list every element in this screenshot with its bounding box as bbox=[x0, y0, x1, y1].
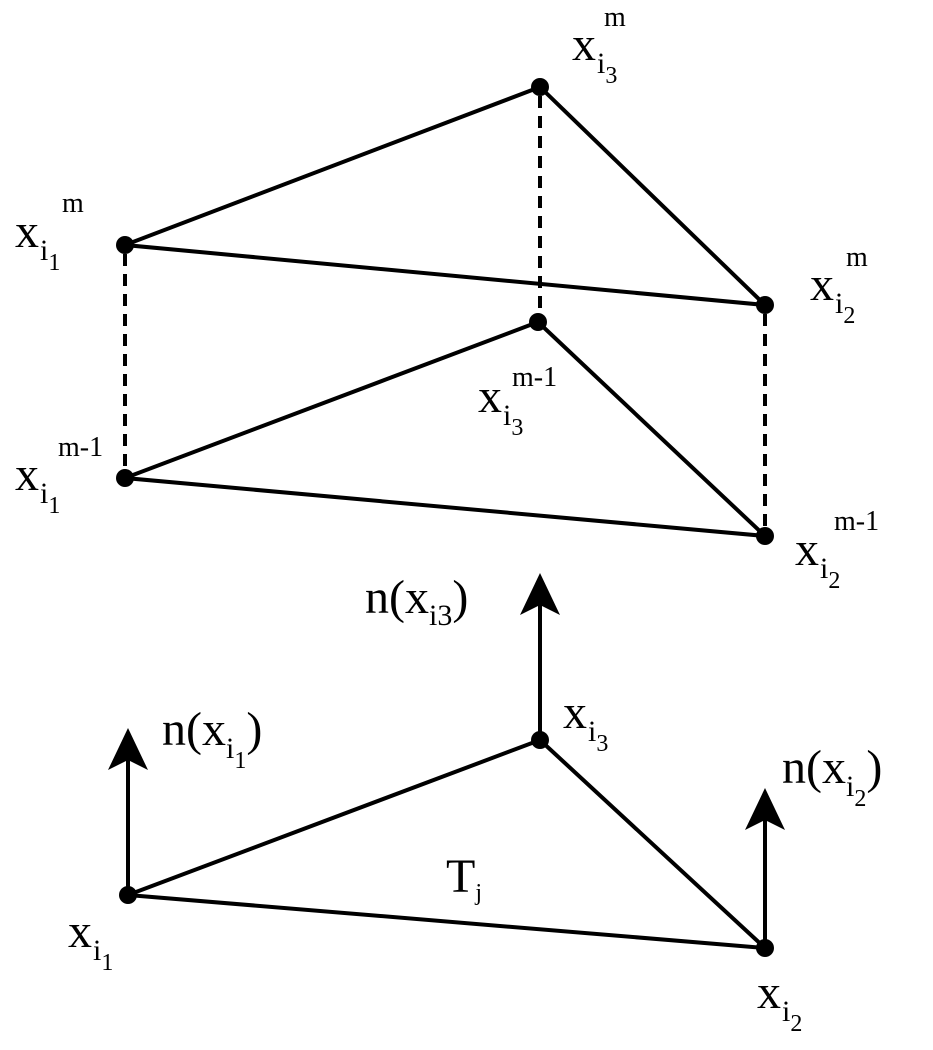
top-edge-3-2 bbox=[538, 85, 767, 307]
label-top-v3: xi3m bbox=[572, 2, 626, 89]
top-vertex-1 bbox=[116, 236, 134, 254]
mid-vertex-3 bbox=[529, 313, 547, 331]
label-normal-1: n(xi1) bbox=[162, 703, 262, 774]
normal-arrows bbox=[108, 573, 785, 948]
top-vertex-3 bbox=[531, 78, 549, 96]
label-top-v1: xi1m bbox=[15, 188, 84, 276]
label-mid-v3: xi3m-1 bbox=[478, 362, 557, 441]
top-edge-1-2 bbox=[123, 243, 767, 307]
label-bot-v2: xi2 bbox=[757, 966, 802, 1037]
top-edge-1-3 bbox=[123, 85, 542, 247]
label-mid-v2: xi2m-1 bbox=[795, 506, 879, 594]
label-bot-v3: xi3 bbox=[563, 686, 608, 757]
vertical-connectors bbox=[123, 96, 767, 527]
up-arrow-icon bbox=[108, 728, 148, 770]
label-face-tj: Tj bbox=[446, 850, 482, 906]
label-mid-v1: xi1m-1 bbox=[15, 432, 103, 519]
bot-edge-1-2 bbox=[126, 893, 767, 950]
up-arrow-icon bbox=[745, 788, 785, 830]
mid-vertex-1 bbox=[116, 469, 134, 487]
top-triangle bbox=[116, 78, 774, 314]
bottom-triangle bbox=[119, 731, 774, 957]
label-bot-v1: xi1 bbox=[68, 905, 113, 976]
up-arrow-icon bbox=[520, 573, 560, 615]
top-vertex-2 bbox=[756, 296, 774, 314]
mid-edge-3-2 bbox=[536, 320, 767, 538]
label-normal-2: n(xi2) bbox=[782, 741, 882, 812]
mid-edge-1-3 bbox=[123, 320, 540, 480]
mid-vertex-2 bbox=[756, 527, 774, 545]
label-normal-3: n(xi3) bbox=[365, 571, 468, 632]
bot-edge-1-3 bbox=[126, 738, 542, 897]
label-top-v2: xi2m bbox=[810, 242, 868, 329]
mid-edge-1-2 bbox=[123, 476, 767, 538]
middle-triangle bbox=[116, 313, 774, 545]
bot-edge-3-2 bbox=[538, 738, 767, 950]
